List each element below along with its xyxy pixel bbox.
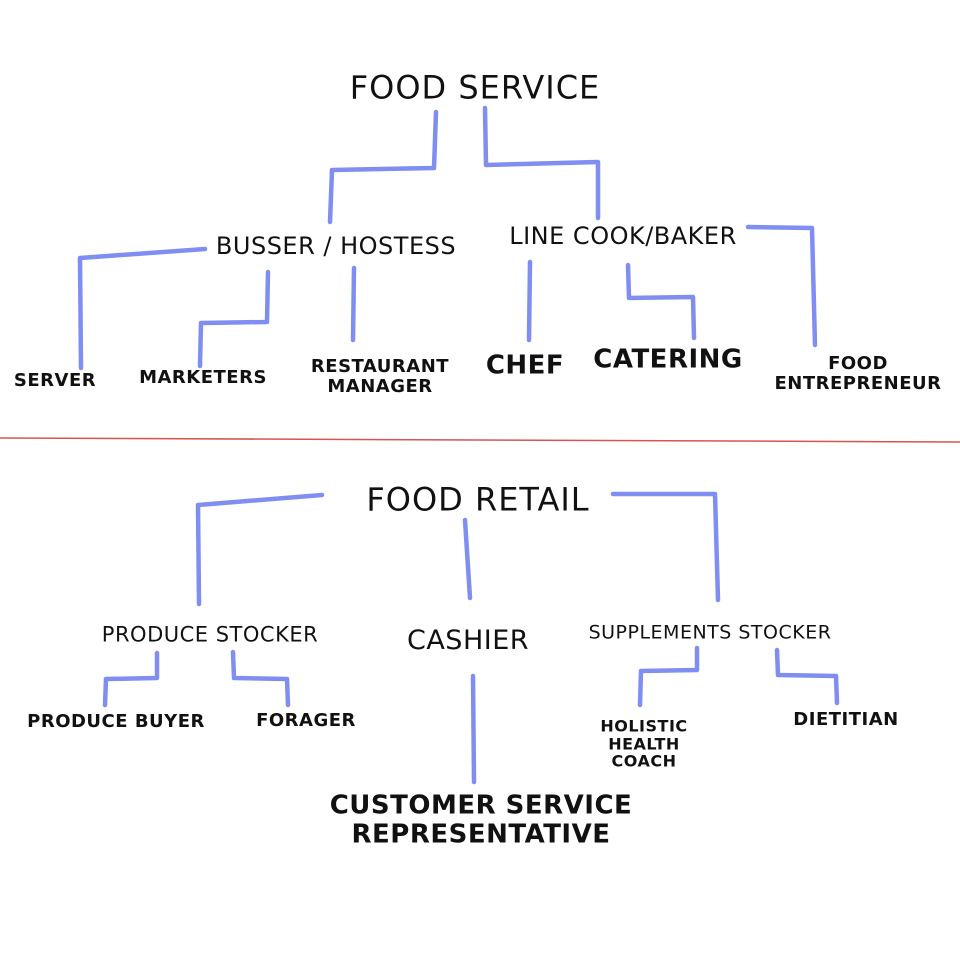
forager-node: Forager: [256, 710, 356, 732]
food-entrepreneur-line-1: Food: [828, 353, 888, 375]
food-service-title: Food Service: [349, 68, 601, 107]
connector-cashier-to-customer-service: [470, 673, 477, 785]
connector-line-cook-to-catering: [625, 262, 697, 341]
connector-produce-stocker-to-forager: [230, 649, 291, 708]
holistic-line-2: Health: [608, 734, 680, 754]
connector-food-retail-to-supplements-stocker: [610, 491, 721, 603]
connector-supplements-to-holistic-coach: [637, 645, 700, 708]
connector-busser-to-restaurant-manager: [350, 265, 357, 343]
connector-supplements-to-dietitian: [774, 647, 840, 706]
connector-busser-to-server: [77, 246, 208, 371]
produce-buyer-node: Produce Buyer: [27, 711, 205, 733]
catering-node: Catering: [593, 344, 743, 375]
holistic-health-coach-node: Holistic Health Coach: [600, 718, 687, 771]
customer-service-line-1: Customer Service: [329, 790, 633, 821]
dietitian-node: Dietitian: [793, 709, 899, 731]
connector-line-cook-to-food-entrepreneur: [745, 224, 818, 348]
holistic-line-1: Holistic: [600, 716, 688, 736]
customer-service-representative-node: Customer Service Representative: [330, 791, 633, 848]
food-retail-title: Food Retail: [366, 480, 590, 519]
restaurant-manager-node: Restaurant Manager: [311, 357, 449, 397]
busser-hostess-node: Busser / Hostess: [215, 231, 457, 260]
food-entrepreneur-node: Food Entrepreneur: [775, 354, 942, 394]
server-node: Server: [13, 370, 97, 392]
connector-busser-to-marketers: [197, 269, 271, 369]
connector-food-retail-to-cashier: [462, 517, 473, 601]
section-divider: [0, 437, 960, 443]
produce-stocker-node: Produce Stocker: [101, 622, 319, 647]
restaurant-manager-line-1: Restaurant: [310, 356, 450, 378]
food-entrepreneur-line-2: Entrepreneur: [774, 373, 942, 394]
line-cook-baker-node: Line Cook/Baker: [509, 221, 737, 250]
supplements-stocker-node: Supplements Stocker: [588, 621, 832, 644]
connector-food-service-to-busser: [327, 109, 439, 225]
connector-line-cook-to-chef: [526, 259, 533, 343]
customer-service-line-2: Representative: [351, 819, 611, 849]
connector-food-service-to-line-cook: [482, 105, 601, 221]
holistic-line-3: Coach: [611, 751, 677, 771]
marketers-node: Marketers: [139, 367, 267, 389]
connector-produce-stocker-to-produce-buyer: [102, 650, 160, 708]
cashier-node: Cashier: [406, 625, 530, 657]
restaurant-manager-line-2: Manager: [327, 376, 433, 397]
connector-food-retail-to-produce-stocker: [195, 492, 325, 607]
chef-node: Chef: [485, 350, 565, 381]
